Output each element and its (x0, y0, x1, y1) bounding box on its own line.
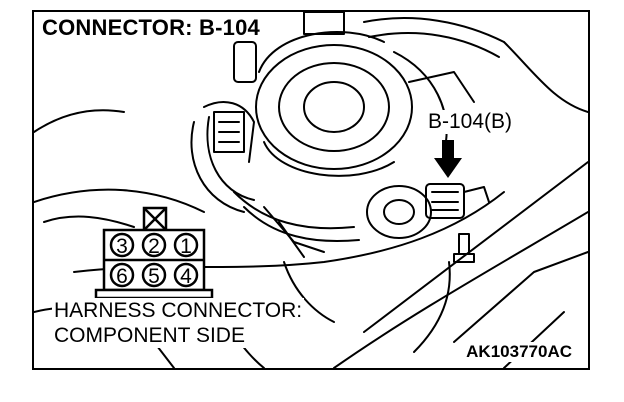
connector-callout-label: B-104(B) (426, 110, 515, 134)
connector-pin-diagram (94, 206, 214, 300)
harness-label-line1: HARNESS CONNECTOR: (52, 298, 305, 323)
harness-label-line2: COMPONENT SIDE (52, 323, 247, 348)
callout-arrow (434, 140, 462, 178)
pin-number: 6 (116, 265, 128, 288)
pin-number: 3 (116, 235, 128, 258)
sensor-body (366, 185, 432, 239)
pin-number: 4 (180, 265, 192, 288)
hose (363, 17, 505, 43)
pin-number: 2 (148, 235, 160, 258)
pin-number: 5 (148, 265, 160, 288)
harness-connector-label: HARNESS CONNECTOR: COMPONENT SIDE (52, 298, 305, 348)
body-curve-left (34, 188, 205, 213)
fender-line-2 (333, 211, 588, 368)
pin-number: 1 (180, 235, 192, 258)
sensor-connector (425, 183, 465, 219)
figure-code: AK103770AC (464, 342, 574, 362)
fender-line (363, 161, 588, 333)
diagram-title: CONNECTOR: B-104 (40, 15, 264, 41)
diagram-frame: 3 2 1 6 5 4 CONNECTOR: B-104 B-104(B) HA… (32, 10, 590, 370)
throttle-body (255, 44, 413, 170)
